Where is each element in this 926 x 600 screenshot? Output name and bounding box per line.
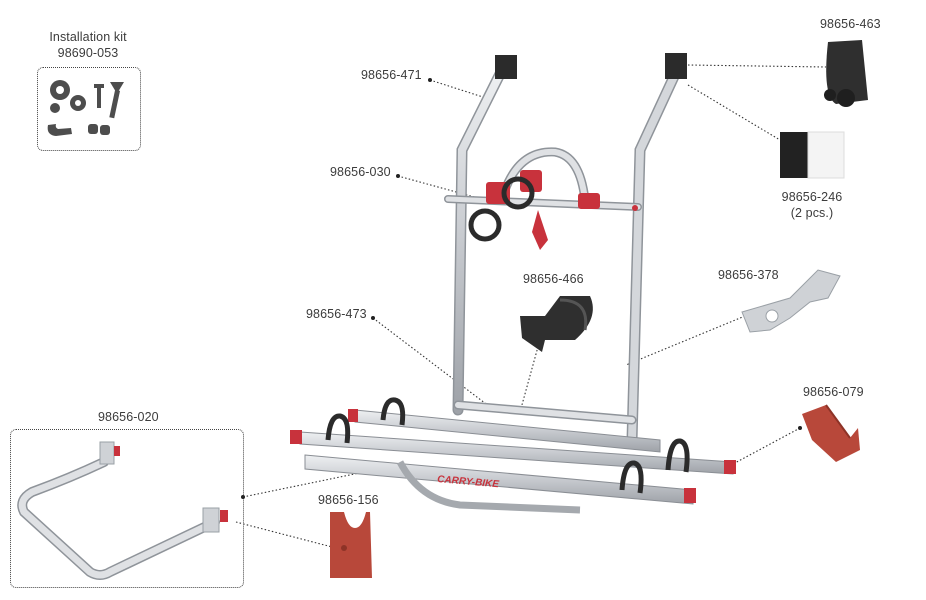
part-246-pads [780,131,845,179]
label-98656-020: 98656-020 [98,410,159,424]
label-98656-378: 98656-378 [718,268,779,282]
part-463-bracket [824,40,868,107]
label-98656-246-qty: (2 pcs.) [790,206,834,220]
part-156-holder [330,512,372,578]
label-98656-030: 98656-030 [330,165,391,179]
kit-screws-icon [94,82,124,119]
kit-gears-icon [50,80,86,113]
label-98656-156: 98656-156 [318,493,379,507]
part-079-holder [802,404,860,462]
label-98656-246: 98656-246 [781,190,843,204]
part-466-holder [520,296,593,352]
part-020-box [10,429,244,588]
bike-holder-arms [468,170,638,250]
rails [290,397,736,514]
top-hook-left [495,55,517,79]
part-020-frame [17,441,228,580]
label-98656-473: 98656-473 [306,307,367,321]
kit-clips-icon [47,124,110,136]
top-hook-right [665,53,687,79]
label-98656-463: 98656-463 [820,17,881,31]
brand-logo: CARRY-BIKE [437,474,500,490]
part-378-clamp [741,269,841,333]
label-98656-466: 98656-466 [523,272,584,286]
rack-frame [444,64,683,446]
label-98656-079: 98656-079 [803,385,864,399]
installation-kit-box [37,67,141,151]
kit-code: 98690-053 [57,46,119,60]
leader-dots [241,78,802,499]
leader-lines [235,64,827,549]
kit-title: Installation kit [49,30,127,44]
label-98656-471: 98656-471 [361,68,422,82]
